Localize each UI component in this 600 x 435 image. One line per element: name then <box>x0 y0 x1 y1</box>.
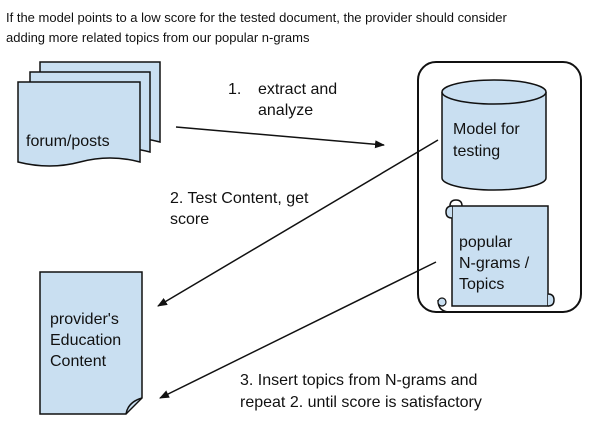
step-2-label-line-2: score <box>170 211 209 228</box>
education-label-line-3: Content <box>50 353 107 370</box>
step-1-number: 1. <box>228 81 241 98</box>
caption-line-2: adding more related topics from our popu… <box>6 30 310 45</box>
ngrams-label-line-1: popular <box>459 234 513 251</box>
arrow-extract-analyze <box>175 126 385 149</box>
ngrams-label-line-2: N-grams / <box>459 255 530 272</box>
step-3-label-line-1: 3. Insert topics from N-grams and <box>240 372 477 389</box>
education-content-document: provider's Education Content <box>39 271 143 415</box>
forum-posts-documents: forum/posts <box>17 61 161 167</box>
ngrams-label-line-3: Topics <box>459 276 504 293</box>
model-database-cylinder: Model for testing <box>441 79 547 191</box>
arrow-insert-topics <box>159 261 437 399</box>
model-label-line-1: Model for <box>453 121 520 138</box>
forum-posts-label: forum/posts <box>26 133 110 150</box>
model-label-line-2: testing <box>453 143 500 160</box>
step-2-label-line-1: 2. Test Content, get <box>170 190 309 207</box>
ngrams-scroll: popular N-grams / Topics <box>437 199 555 313</box>
education-label-line-2: Education <box>50 332 121 349</box>
step-1-label-line-2: analyze <box>258 102 313 119</box>
education-label-line-1: provider's <box>50 311 119 328</box>
caption-line-1: If the model points to a low score for t… <box>6 10 507 25</box>
step-3-label-line-2: repeat 2. until score is satisfactory <box>240 394 482 411</box>
arrow-test-content <box>157 139 439 307</box>
step-1-label-line-1: extract and <box>258 81 337 98</box>
